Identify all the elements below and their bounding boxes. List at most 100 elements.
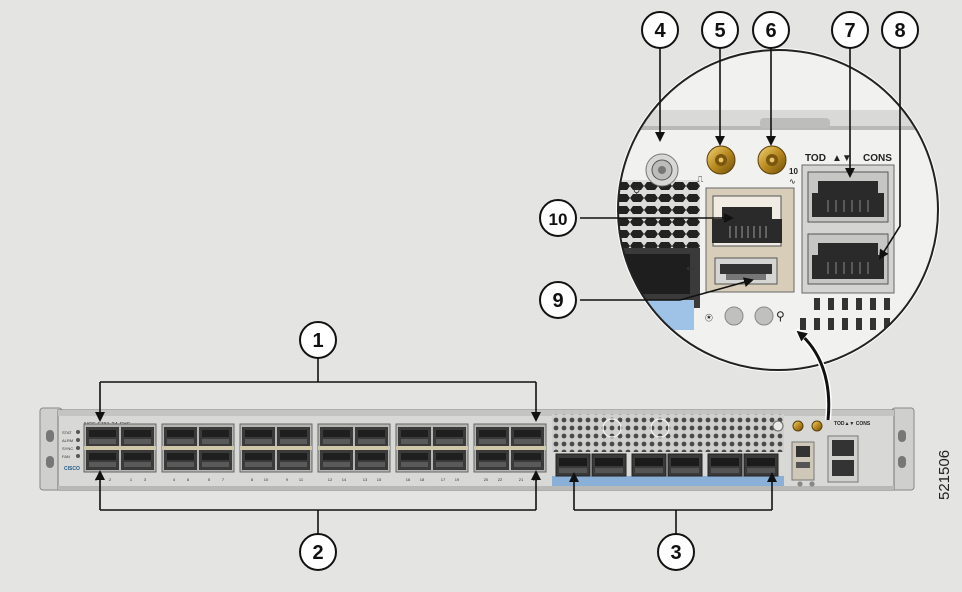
port-number-label: 5	[208, 477, 211, 482]
callout-2-label: 2	[312, 542, 323, 564]
sfp-port[interactable]	[355, 450, 388, 470]
sfp-port[interactable]	[242, 427, 275, 447]
port-number-label: 14	[342, 477, 347, 482]
port-number-label: 18	[420, 477, 425, 482]
port-number-label: 11	[299, 477, 304, 482]
status-led-group: STAT ALRM SYNC FAN	[62, 430, 80, 459]
qsfp-port-group	[555, 453, 779, 477]
sfp-port[interactable]	[433, 450, 466, 470]
led-label-sync: SYNC	[62, 446, 73, 451]
qsfp-blue-strip	[552, 476, 784, 486]
callout-5: 5	[701, 11, 739, 49]
svg-text:∿: ∿	[789, 177, 796, 186]
sfp-port[interactable]	[164, 427, 197, 447]
port-number-label: 16	[406, 477, 411, 482]
led-label-fan: FAN	[62, 454, 70, 459]
cons-label: CONS	[863, 153, 892, 164]
port-number-label: 1	[130, 477, 133, 482]
port-number-label: 2	[109, 477, 112, 482]
led-label-stat: STAT	[62, 430, 72, 435]
sfp-port[interactable]	[121, 427, 154, 447]
sfp-cage-block	[161, 423, 235, 473]
sfp-port[interactable]	[164, 450, 197, 470]
port-number-label: 9	[286, 477, 289, 482]
gnss-antenna-connector: ⚲	[633, 153, 679, 198]
sfp-port[interactable]	[511, 427, 544, 447]
sfp-port[interactable]	[355, 427, 388, 447]
sfp-port-group	[83, 423, 547, 473]
qsfp-port[interactable]	[555, 453, 591, 477]
callout-6-label: 6	[765, 20, 776, 42]
sfp-cage-block	[473, 423, 547, 473]
status-led	[76, 438, 80, 442]
status-led	[76, 446, 80, 450]
port-number-label: 20	[484, 477, 489, 482]
fan-grille-left	[602, 418, 670, 438]
sfp-cage-block	[317, 423, 391, 473]
right-rack-ear	[891, 407, 915, 491]
sfp-port[interactable]	[398, 427, 431, 447]
sfp-port[interactable]	[121, 450, 154, 470]
figure-number: 521506	[936, 450, 953, 500]
port-number-label: 19	[455, 477, 460, 482]
port-number-label: 10	[264, 477, 269, 482]
ten-mhz-label: 10	[789, 167, 798, 176]
leader-lines	[95, 48, 901, 534]
sfp-port[interactable]	[398, 450, 431, 470]
callout-2: 2	[299, 533, 337, 571]
port-number-label: 8	[251, 477, 254, 482]
management-ethernet-port: ⇜	[686, 187, 795, 293]
sfp-port[interactable]	[86, 450, 119, 470]
led-label-alrm: ALRM	[62, 438, 73, 443]
qsfp-port[interactable]	[591, 453, 627, 477]
status-led	[76, 454, 80, 458]
tod-console-port-block: TOD ▲▼ CONS	[801, 153, 895, 294]
svg-text:⚲: ⚲	[776, 309, 785, 323]
svg-text:▲▼: ▲▼	[832, 153, 852, 164]
svg-text:⍟: ⍟	[705, 310, 713, 325]
sfp-port[interactable]	[476, 427, 509, 447]
qsfp-port[interactable]	[631, 453, 667, 477]
sfp-port[interactable]	[433, 427, 466, 447]
callout-9: 9	[539, 281, 577, 319]
callout-10-label: 10	[549, 210, 568, 229]
sfp-port[interactable]	[320, 427, 353, 447]
tod-rj45-port	[807, 171, 889, 223]
qsfp-port[interactable]	[667, 453, 703, 477]
sfp-cage-block	[395, 423, 469, 473]
callout-9-label: 9	[552, 290, 563, 312]
sfp-port[interactable]	[511, 450, 544, 470]
callout-4-label: 4	[654, 20, 666, 42]
sfp-port[interactable]	[277, 427, 310, 447]
qsfp-port[interactable]	[743, 453, 779, 477]
sfp-port[interactable]	[320, 450, 353, 470]
sfp-port[interactable]	[277, 450, 310, 470]
sfp-port[interactable]	[199, 427, 232, 447]
console-rj45-port	[807, 233, 889, 285]
tod-label: TOD	[805, 153, 826, 164]
svg-text:⇜: ⇜	[686, 263, 695, 275]
sfp-port[interactable]	[476, 450, 509, 470]
svg-text:⎍: ⎍	[697, 174, 704, 184]
reset-and-locate-buttons: ⍟ ⚲	[705, 306, 785, 326]
ten-mhz-connector: 10 ∿	[757, 145, 798, 186]
sfp-port[interactable]	[86, 427, 119, 447]
qsfp-port[interactable]	[707, 453, 743, 477]
port-number-label: 13	[363, 477, 368, 482]
sfp-port[interactable]	[199, 450, 232, 470]
svg-text:TOD▲▼ CONS: TOD▲▼ CONS	[834, 421, 871, 427]
chassis-timing-panel: TOD▲▼ CONS	[772, 420, 871, 487]
callout-7-label: 7	[844, 20, 855, 42]
svg-text:⚲: ⚲	[633, 187, 640, 198]
zoom-link-arrow	[798, 332, 831, 421]
sfp-cage-block	[239, 423, 313, 473]
zoom-circle-border	[617, 49, 939, 371]
sfp-port[interactable]	[242, 450, 275, 470]
sfp-cage-block	[83, 423, 157, 473]
callout-3-label: 3	[670, 542, 681, 564]
callout-1: 1	[299, 321, 337, 359]
